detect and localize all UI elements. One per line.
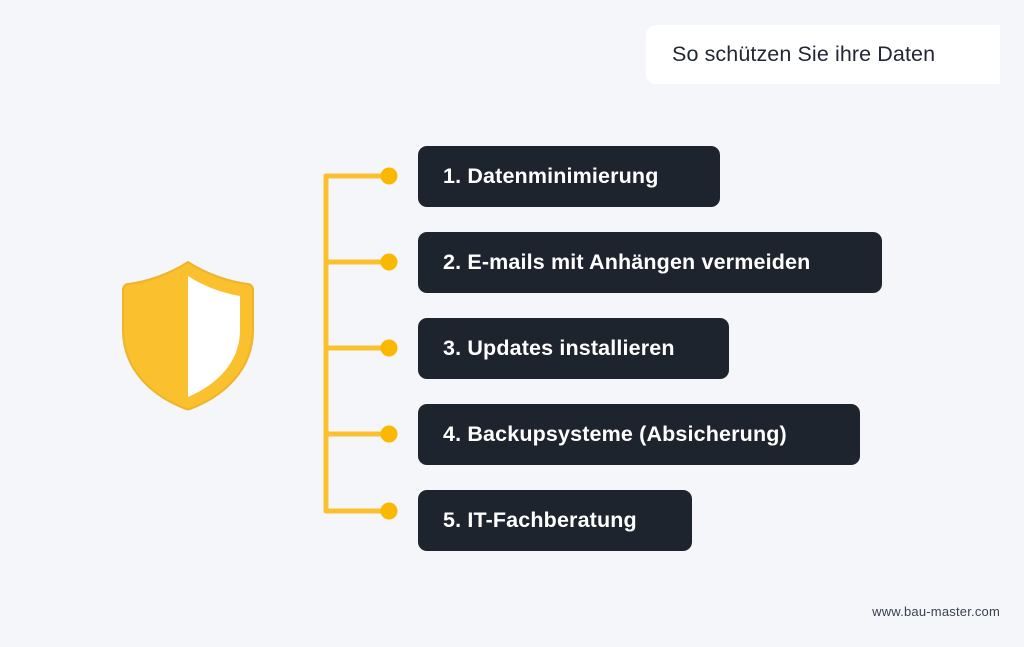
step-item-1[interactable]: 1. Datenminimierung [418,146,720,207]
step-item-4[interactable]: 4. Backupsysteme (Absicherung) [418,404,860,465]
step-item-2[interactable]: 2. E-mails mit Anhängen vermeiden [418,232,882,293]
footer-website: www.bau-master.com [872,604,1000,619]
step-label: 4. Backupsysteme (Absicherung) [443,422,787,446]
title-card: So schützen Sie ihre Daten [646,25,1000,84]
connector-dot [380,339,398,357]
steps-list: 1. Datenminimierung 2. E-mails mit Anhän… [418,146,938,551]
step-label: 5. IT-Fachberatung [443,508,637,532]
connector-dot [380,502,398,520]
step-label: 3. Updates installieren [443,336,675,360]
step-item-3[interactable]: 3. Updates installieren [418,318,729,379]
step-label: 1. Datenminimierung [443,164,659,188]
connector-dot [380,167,398,185]
step-label: 2. E-mails mit Anhängen vermeiden [443,250,811,274]
connector-tree [316,160,406,535]
step-item-5[interactable]: 5. IT-Fachberatung [418,490,692,551]
connector-dot [380,253,398,271]
page-title: So schützen Sie ihre Daten [672,42,936,66]
connector-dot [380,425,398,443]
shield-icon [118,258,258,414]
